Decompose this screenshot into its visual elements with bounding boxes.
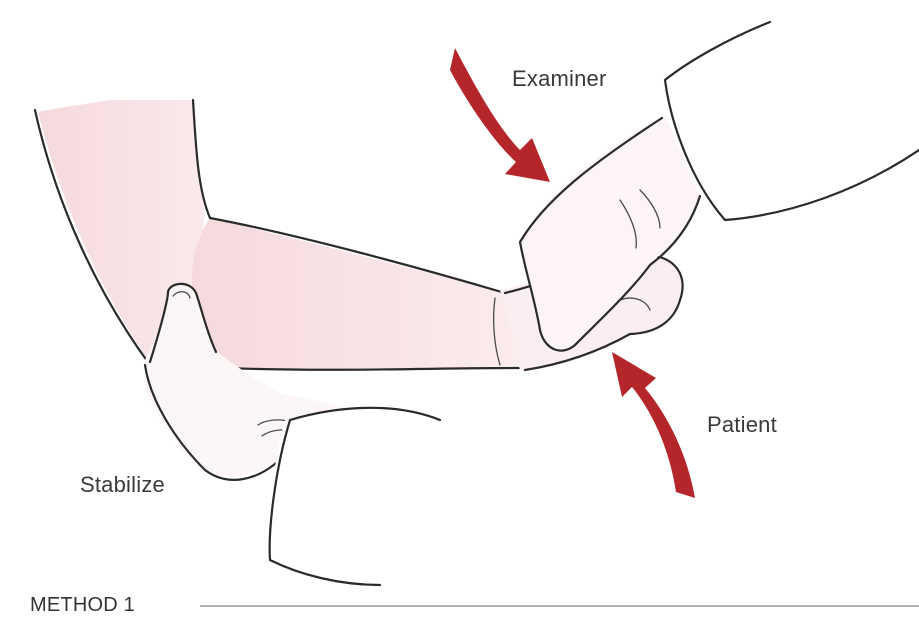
method-label: METHOD 1 <box>30 594 135 617</box>
examiner-label: Examiner <box>512 66 607 92</box>
stabilizer-sleeve <box>268 408 460 620</box>
patient-force-arrow <box>612 352 695 498</box>
patient-forearm <box>192 218 520 370</box>
stabilize-label: Stabilize <box>80 472 165 498</box>
patient-label: Patient <box>707 412 777 438</box>
